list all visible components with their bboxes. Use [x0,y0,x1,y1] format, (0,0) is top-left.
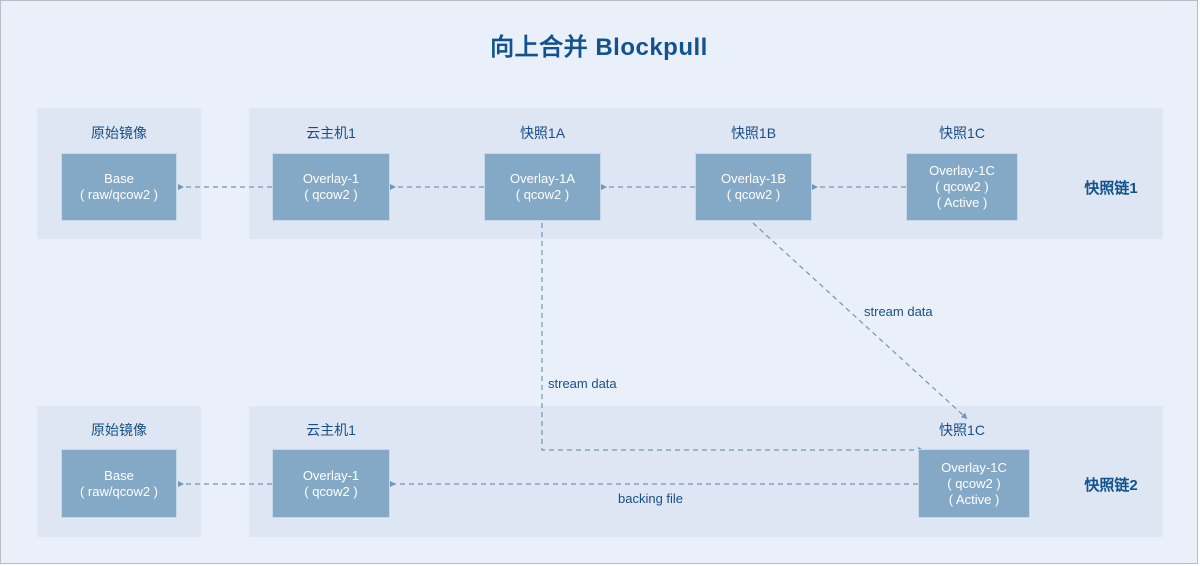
caption-chain2-node2: 快照1C [939,422,985,438]
caption-chain2-node1: 云主机1 [306,422,356,438]
node-chain2-base[interactable]: Base ( raw/qcow2 ) [61,449,177,518]
chain-label-2: 快照链2 [1084,477,1138,494]
node-chain1-overlay1a[interactable]: Overlay-1A ( qcow2 ) [484,153,601,221]
edge-label-stream-data-diagonal: stream data [864,304,933,319]
page-title: 向上合并 Blockpull [490,34,708,61]
node-line: Overlay-1 [302,467,360,483]
edge-stream-data-diagonal [752,222,968,420]
node-chain2-overlay1[interactable]: Overlay-1 ( qcow2 ) [272,449,390,518]
node-line: ( raw/qcow2 ) [79,483,159,499]
node-line: ( qcow2 ) [515,187,570,202]
node-line: Overlay-1A [509,171,576,186]
node-line: ( Active ) [936,195,988,210]
edge-label-backing-file: backing file [618,491,684,506]
node-chain1-overlay1b[interactable]: Overlay-1B ( qcow2 ) [695,153,812,221]
node-chain1-base[interactable]: Base ( raw/qcow2 ) [61,153,177,221]
node-line: ( qcow2 ) [726,187,781,202]
node-line: Overlay-1 [302,171,360,186]
node-line: ( qcow2 ) [304,187,358,202]
caption-chain1-node3: 快照1B [730,125,777,141]
node-chain1-overlay1c[interactable]: Overlay-1C ( qcow2 ) ( Active ) [906,153,1018,221]
node-line: ( qcow2 ) [935,179,989,194]
node-line: Overlay-1C [929,163,995,178]
caption-chain1-node4: 快照1C [939,125,985,141]
node-line: ( qcow2 ) [947,475,1001,491]
node-line: ( Active ) [948,491,1000,507]
chain-label-1: 快照链1 [1084,180,1138,197]
caption-chain2-node0: 原始镜像 [91,422,147,438]
edge-label-stream-data-vertical: stream data [548,376,617,391]
node-line: Base [104,467,134,483]
node-line: Overlay-1C [941,459,1007,475]
caption-chain1-node1: 云主机1 [306,125,356,141]
node-line: ( qcow2 ) [304,483,358,499]
node-line: Overlay-1B [720,171,787,186]
node-line: ( raw/qcow2 ) [79,187,159,202]
caption-chain1-node0: 原始镜像 [91,125,147,141]
node-line: Base [104,171,134,186]
node-chain1-overlay1[interactable]: Overlay-1 ( qcow2 ) [272,153,390,221]
node-chain2-overlay1c[interactable]: Overlay-1C ( qcow2 ) ( Active ) [918,449,1030,518]
caption-chain1-node2: 快照1A [519,125,566,141]
